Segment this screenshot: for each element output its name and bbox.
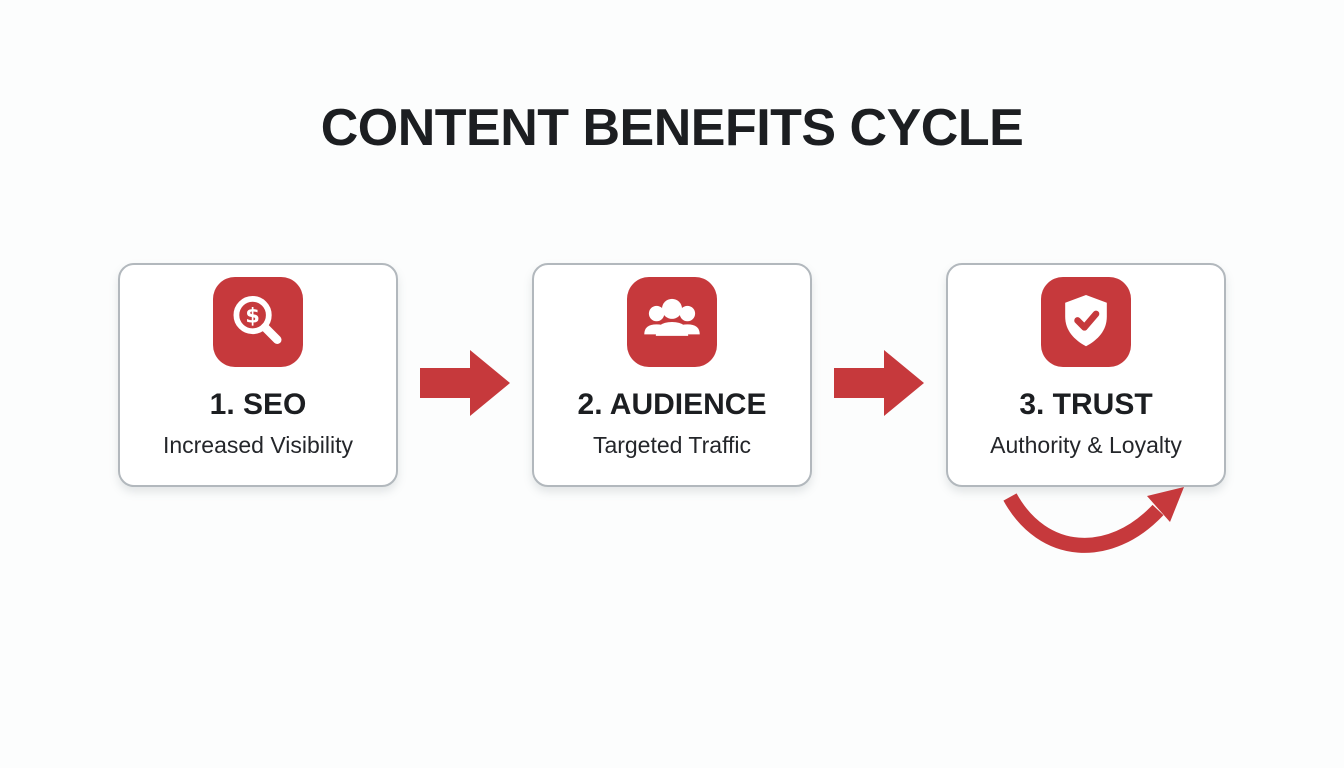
people-group-icon [627, 277, 717, 367]
step-subtitle: Authority & Loyalty [990, 432, 1182, 458]
step-label: 3. TRUST [1019, 388, 1153, 421]
step-card-trust: 3. TRUST Authority & Loyalty [946, 263, 1226, 487]
steps-row: $ 1. SEO Increased Visibility [0, 263, 1344, 553]
page-title: CONTENT BENEFITS CYCLE [320, 99, 1024, 157]
step3-wrap: 3. TRUST Authority & Loyalty [946, 263, 1226, 553]
dollar-glyph: $ [245, 303, 259, 327]
step-subtitle: Targeted Traffic [592, 432, 752, 458]
step-subtitle: Increased Visibility [162, 432, 354, 458]
cycle-return-arrow-icon [998, 479, 1198, 574]
dollar-search-icon: $ [213, 277, 303, 367]
shield-check-icon [1041, 277, 1131, 367]
step-card-seo: $ 1. SEO Increased Visibility [118, 263, 398, 487]
step-label: 2. AUDIENCE [577, 388, 767, 421]
step-card-audience: 2. AUDIENCE Targeted Traffic [532, 263, 812, 487]
step-label: 1. SEO [209, 388, 307, 421]
arrow-right-icon [834, 345, 924, 421]
arrow-right-icon [420, 345, 510, 421]
